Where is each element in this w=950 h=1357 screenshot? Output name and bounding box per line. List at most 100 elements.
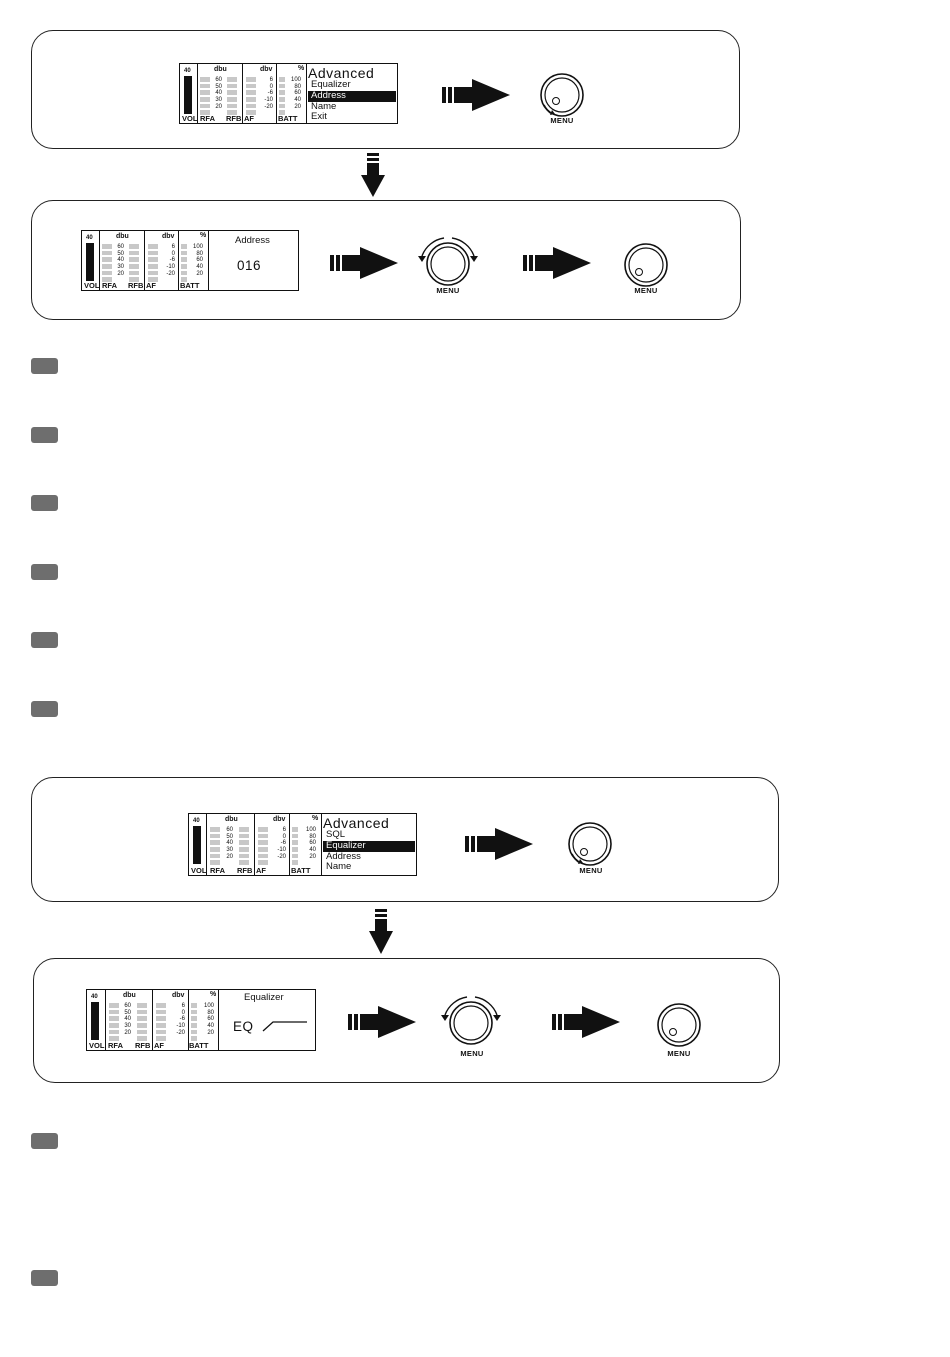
advanced-menu: Advanced Equalizer Address Name Exit [308, 66, 396, 123]
menu-title: Advanced [308, 65, 375, 81]
knob-label: MENU [460, 1049, 484, 1058]
label-batt: BATT [189, 1040, 209, 1050]
batt-meter [191, 1003, 197, 1043]
eq-curve-icon [262, 1021, 307, 1032]
percent-header: % [312, 815, 319, 822]
percent-header: % [210, 991, 217, 998]
dbv-header: dbv [162, 233, 175, 240]
batt-meter [181, 244, 187, 284]
menu-item-selected[interactable]: Equalizer [323, 840, 415, 852]
dbv-header: dbv [273, 816, 286, 823]
dbu-header: dbu [214, 66, 227, 73]
label-batt: BATT [278, 113, 298, 123]
menu-knob-icon[interactable] [538, 71, 586, 119]
step-badge [31, 358, 58, 374]
menu-knob-icon[interactable] [622, 241, 670, 289]
menu-knob-icon[interactable] [655, 1001, 703, 1049]
advanced-menu: Advanced SQL Equalizer Address Name [323, 816, 415, 873]
label-rfa: RFA [102, 280, 117, 290]
label-rfa: RFA [210, 865, 225, 875]
label-vol: VOL [191, 865, 207, 875]
knob-label: MENU [550, 116, 574, 125]
dbu-header: dbu [116, 233, 129, 240]
step-badge [31, 701, 58, 717]
step-badge [31, 495, 58, 511]
menu-item[interactable]: Name [311, 100, 337, 112]
menu-knob-rotate-icon[interactable] [437, 993, 505, 1049]
label-vol: VOL [182, 113, 198, 123]
label-rfa: RFA [108, 1040, 123, 1050]
vol-scale-top: 40 [86, 235, 93, 241]
vol-bar [91, 1002, 99, 1040]
label-vol: VOL [84, 280, 100, 290]
equalizer-title: Equalizer [244, 992, 284, 1003]
vol-bar [86, 243, 94, 281]
rfa-meter [109, 1003, 119, 1043]
right-arrow-icon [330, 247, 398, 279]
vol-scale-top: 40 [184, 68, 191, 74]
label-rfb: RFB [128, 280, 144, 290]
percent-header: % [298, 65, 305, 72]
step-badge [31, 632, 58, 648]
knob-label: MENU [667, 1049, 691, 1058]
vol-scale-top: 40 [91, 994, 98, 1000]
right-arrow-icon [552, 1006, 620, 1038]
knob-label: MENU [579, 866, 603, 875]
right-arrow-icon [442, 79, 510, 111]
menu-item[interactable]: Exit [311, 111, 327, 123]
dbu-header: dbu [123, 992, 136, 999]
right-arrow-icon [523, 247, 591, 279]
dbv-header: dbv [260, 66, 273, 73]
step-badge [31, 1133, 58, 1149]
knob-label: MENU [436, 286, 460, 295]
menu-item[interactable]: Equalizer [311, 79, 351, 90]
rfb-meter [137, 1003, 147, 1043]
percent-header: % [200, 232, 207, 239]
menu-item-selected[interactable]: Address [308, 90, 396, 102]
label-af: AF [244, 113, 254, 123]
rfa-meter [102, 244, 112, 284]
rfb-meter [227, 77, 237, 117]
menu-knob-rotate-icon[interactable] [414, 234, 482, 290]
address-value: 016 [237, 258, 262, 273]
step-badge [31, 427, 58, 443]
batt-meter [292, 827, 298, 867]
step-badge [31, 564, 58, 580]
menu-item[interactable]: Address [326, 850, 361, 862]
vol-scale-top: 40 [193, 818, 200, 824]
dbu-header: dbu [225, 816, 238, 823]
af-meter [148, 244, 158, 284]
label-rfb: RFB [237, 865, 253, 875]
rfa-meter [200, 77, 210, 117]
down-arrow-icon [369, 909, 393, 954]
dbv-header: dbv [172, 992, 185, 999]
knob-label: MENU [634, 286, 658, 295]
vol-bar [193, 826, 201, 864]
af-meter [156, 1003, 166, 1043]
rfb-meter [129, 244, 139, 284]
label-rfa: RFA [200, 113, 215, 123]
menu-item[interactable]: Name [326, 861, 352, 873]
label-batt: BATT [180, 280, 200, 290]
rfa-meter [210, 827, 220, 867]
label-af: AF [146, 280, 156, 290]
menu-title: Advanced [323, 815, 390, 831]
step-badge [31, 1270, 58, 1286]
menu-knob-icon[interactable] [566, 820, 614, 868]
af-meter [258, 827, 268, 867]
menu-item[interactable]: SQL [326, 829, 346, 840]
label-af: AF [154, 1040, 164, 1050]
address-title: Address [235, 235, 270, 246]
